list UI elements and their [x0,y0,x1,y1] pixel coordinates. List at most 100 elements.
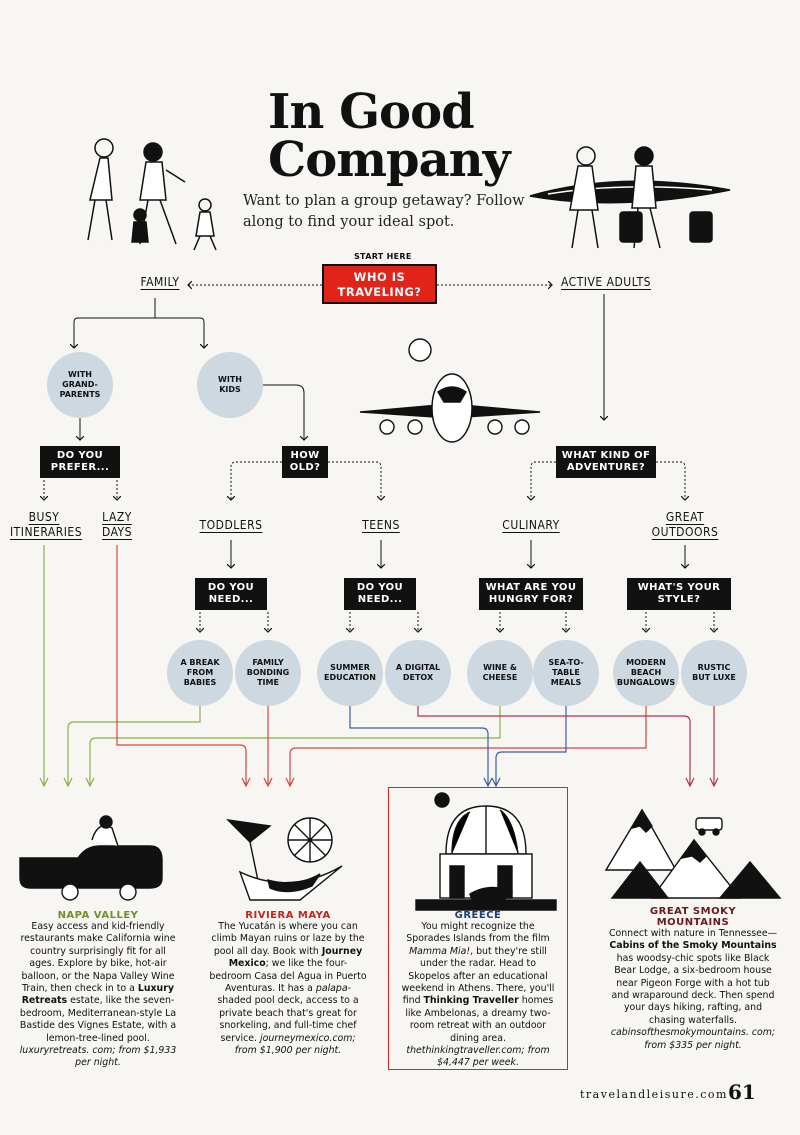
option-teens: TEENS [362,518,400,532]
grandparents-line-3: PARENTS [59,390,101,399]
beach-cocktail-illustration [226,817,343,901]
smoky-title-1: GREAT SMOKY [649,906,737,917]
break-line-1: A BREAK [180,658,220,667]
destination-riviera-maya: RIVIERA MAYA The Yucatán is where you ca… [208,910,368,1057]
bonding-line-3: TIME [257,678,279,687]
sea-line-2: TABLE [552,668,580,677]
wine-line-1: WINE & [483,663,517,672]
start-line-2: TRAVELING? [337,285,422,299]
detox-line-2: DETOX [402,673,434,682]
adventure-line-2: ADVENTURE? [566,461,646,473]
option-wine-cheese: WINE &CHEESE [467,640,533,706]
greece-text-3: homes like Ambelonas, a dreamy two-room … [405,995,554,1044]
smoky-text-1: Connect with nature in Tennessee— [608,928,778,939]
greece-title: GREECE [454,910,502,921]
grandparents-line-2: GRAND- [62,380,98,389]
smoky-text-2: has woodsy-chic spots like Black Bear Lo… [611,952,775,1026]
busy-line-1: BUSY [28,510,60,524]
greece-text-2: , but they're still under the radar. Hea… [401,945,555,1007]
branch-family: FAMILY [140,275,180,289]
subtitle: Want to plan a group getaway? Follow alo… [243,193,525,230]
greece-dome-illustration [415,792,557,911]
greece-body: You might recognize the Sporades Islands… [398,921,558,1070]
lazy-line-1: LAZY [102,510,132,524]
destination-napa-valley: NAPA VALLEY Easy access and kid-friendly… [18,910,178,1070]
detox-line-1: A DIGITAL [395,663,441,672]
rustic-line-2: BUT LUXE [692,673,736,682]
need1-line-2: NEED... [208,593,254,605]
footer-url[interactable]: travelandleisure.com [580,1088,728,1101]
kids-line-1: WITH [218,375,242,384]
napa-text-italic: luxuryretreats. com; from $1,933 per nig… [19,1045,177,1069]
sea-line-3: MEALS [550,678,582,687]
start-box: WHO IS TRAVELING? [322,264,437,304]
start-here-label: START HERE [354,252,412,261]
rustic-line-1: RUSTIC [697,663,731,672]
napa-title: NAPA VALLEY [57,910,139,921]
prefer-line-2: PREFER... [50,461,110,473]
riviera-text-italic: journeymexico.com; from $1,900 per night… [234,1032,356,1057]
how-old-line-2: OLD? [289,461,321,473]
option-culinary: CULINARY [502,518,560,532]
mountains-car-illustration [604,808,782,899]
destination-greece: GREECE You might recognize the Sporades … [398,910,558,1070]
page-title: In Good Company [268,88,528,184]
prefer-line-1: DO YOU [56,450,104,461]
family-illustration [87,138,217,251]
smoky-body: Connect with nature in Tennessee—Cabins … [608,928,778,1052]
need2-line-2: NEED... [357,593,403,605]
surfers-illustration [529,146,731,249]
style-line-1: WHAT'S YOUR [637,582,721,593]
riviera-text-2: ; we like the four-bedroom Casa del Agua… [209,958,367,995]
greece-text-bold: Thinking Traveller [423,995,519,1007]
summer-line-2: EDUCATION [324,673,376,682]
sea-line-1: SEA-TO- [548,658,584,667]
lazy-line-2: DAYS [101,525,132,539]
wine-line-2: CHEESE [482,673,518,682]
how-old-line-1: HOW [290,450,320,461]
modern-line-3: BUNGALOWS [616,678,676,687]
grandparents-line-1: WITH [68,370,92,379]
kids-line-2: KIDS [219,385,241,394]
busy-line-2: ITINERARIES [10,525,83,539]
start-line-1: WHO IS [353,270,406,284]
modern-line-1: MODERN [626,658,666,667]
riviera-body: The Yucatán is where you can climb Mayan… [208,921,368,1057]
break-line-2: FROM [186,668,214,677]
outdoors-line-2: OUTDOORS [651,525,719,539]
smoky-text-italic: cabinsofthesmokymountains. com; from $33… [610,1027,776,1051]
page-number: 61 [728,1080,756,1104]
hungry-line-1: WHAT ARE YOU [485,582,577,593]
hungry-line-2: HUNGRY FOR? [488,593,574,605]
style-line-2: STYLE? [657,593,701,605]
title-line-2: Company [268,132,510,188]
riviera-text-1: The Yucatán is where you can climb Mayan… [211,921,365,957]
napa-body: Easy access and kid-friendly restaurants… [18,921,178,1070]
outdoors-line-1: GREAT [665,510,705,524]
riviera-text-italic-1: palapa [315,983,348,995]
greece-highlight-frame [388,787,568,1070]
adventure-line-1: WHAT KIND OF [561,450,651,461]
airplane-illustration [359,338,541,443]
smoky-text-bold: Cabins of the Smoky Mountains [609,940,777,952]
modern-line-2: BEACH [630,668,662,677]
greece-text-1: You might recognize the Sporades Islands… [406,921,550,945]
smoky-title-2: MOUNTAINS [656,917,730,928]
